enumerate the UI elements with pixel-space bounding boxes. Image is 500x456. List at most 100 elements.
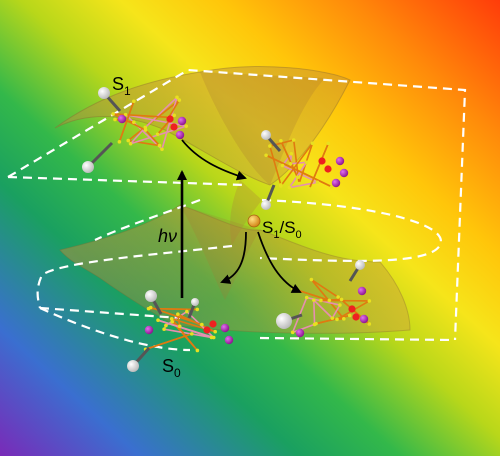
atom-small [177,98,182,102]
atom-small [295,175,300,180]
atom-purple [295,328,305,338]
bond-stick [144,129,161,147]
atom-purple [224,335,234,345]
atom-small [156,318,160,322]
atom-small [160,147,164,152]
atom-purple [177,116,187,126]
atom-small [126,138,131,143]
atom-small [329,184,334,189]
bond-stick [161,96,178,151]
atom-small [290,330,295,335]
atom-red [166,115,174,123]
atom-purple [359,314,369,324]
atom-small [157,143,162,148]
s0-label: S0 [162,356,181,380]
bond-stick [281,164,319,184]
atom-red [209,320,217,328]
bond-stick [313,299,334,319]
relaxation-arrow-s1 [181,139,247,181]
atom-small [195,348,200,353]
atom-small [312,298,316,302]
bond-stick [280,139,299,179]
atom-small [211,335,216,340]
bond-stick [157,319,215,339]
bond-stick [308,142,330,190]
atom-small [164,323,168,328]
ci-label-slash: /S [279,218,295,237]
atom-white [261,130,271,140]
bond-stick [170,317,199,352]
atom-small [335,317,339,322]
atom-small [289,151,294,156]
atom-small [291,138,296,142]
atom-small [113,117,117,122]
bond-stick [177,313,181,328]
bond-stick [305,296,341,306]
atom-small [304,160,309,165]
bond-stick [144,96,178,129]
funnel-connection [230,180,262,245]
lower-plane-outline [36,198,456,352]
atom-small [288,162,293,166]
bond-stick [288,181,319,189]
atom-small [169,316,174,321]
atom-purple [357,286,367,296]
atom-purple [335,156,345,166]
atom-small [268,144,272,148]
molecule-product-icon [276,260,372,338]
atom-small [309,277,314,282]
atom-small [315,180,320,185]
atom-purple [117,114,127,124]
atom-small [367,322,372,326]
s1-label-main: S [112,74,124,94]
atom-red [348,305,356,313]
atom-small [148,305,153,310]
atom-small [190,332,194,336]
atom-white [98,87,110,99]
decay-arrow-right [257,231,302,293]
atom-small [330,316,335,320]
atom-small [184,124,189,128]
bond-stick [331,304,341,319]
atom-white [355,260,365,270]
atom-small [177,324,182,329]
molecule-s0-icon [127,290,234,372]
atom-small [162,327,166,332]
atom-small [367,299,372,303]
molecule-intermediate-icon [261,130,349,210]
atom-white [145,290,157,302]
molecule-s1-icon [82,87,189,173]
atom-small [128,141,133,146]
ci-label-sub2: 0 [296,229,302,241]
bond-stick [269,145,282,186]
atom-small [312,322,317,327]
atom-purple [331,178,341,188]
atom-white [191,298,199,306]
atom-small [307,186,312,191]
atom-small [155,132,160,137]
ci-label-main1: S [262,218,273,237]
atom-small [264,153,268,158]
atom-white [127,360,139,372]
s0-label-main: S [162,356,174,376]
atom-small [336,295,340,299]
atom-small [132,99,136,104]
s0-label-sub: 0 [174,366,181,380]
atom-red [324,165,332,173]
decay-arrow-left [220,231,247,284]
atom-white [261,200,271,210]
atom-small [185,309,189,314]
atom-small [326,141,331,146]
atom-small [342,317,346,321]
bond-stick [144,333,193,351]
bond-stick [313,299,316,326]
atom-small [213,329,217,334]
bond-stick [112,113,170,119]
atom-small [195,307,200,312]
atom-red [352,313,360,321]
atom-small [170,319,175,324]
atom-small [143,125,148,130]
atom-small [304,295,309,300]
